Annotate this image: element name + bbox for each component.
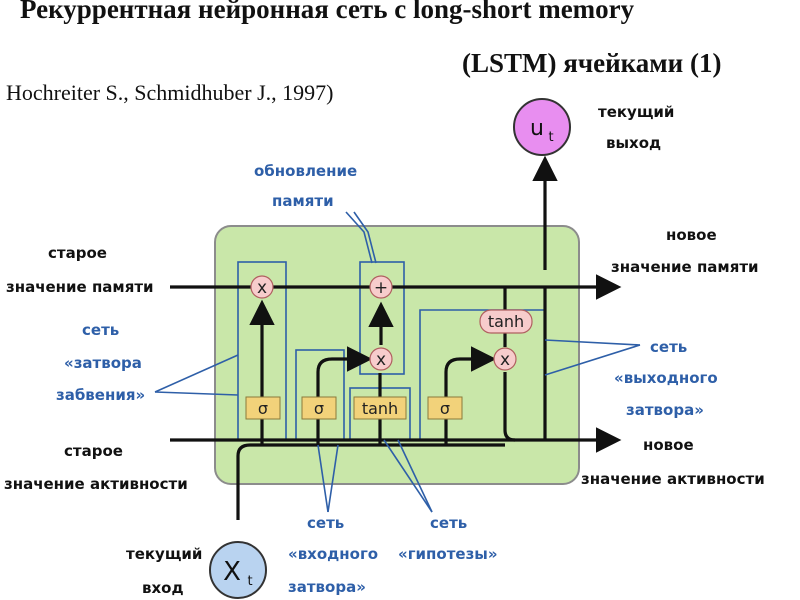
hypothesis-line1: сеть	[430, 514, 467, 532]
activity-in-line2: значение активности	[4, 475, 188, 493]
forget-gate-line1: сеть	[82, 321, 119, 339]
title-line-2: (LSTM) ячейками (1)	[462, 48, 722, 78]
memory-out-line1: новое	[666, 226, 717, 244]
memory-in-line1: старое	[48, 244, 107, 262]
tanh-output-node: tanh	[479, 309, 533, 334]
memory-in-line2: значение памяти	[6, 278, 154, 296]
annotation-pointers	[154, 211, 641, 513]
memory-update-box	[359, 261, 405, 375]
multiply-forget-node: x	[250, 275, 274, 299]
multiply-symbol: x	[500, 350, 510, 370]
hypothesis-line2: «гипотезы»	[398, 545, 498, 563]
memory-out-line2: значение памяти	[611, 258, 759, 276]
activity-out-line2: значение активности	[581, 470, 765, 488]
title-line-1: Рекуррентная нейронная сеть с long-short…	[20, 0, 635, 24]
activity-in-line1: старое	[64, 442, 123, 460]
output-gate-line1: сеть	[650, 338, 687, 356]
output-symbol: u	[530, 116, 544, 141]
sigma-gate-input: σ	[301, 396, 337, 420]
memory-update-line1: обновление	[254, 162, 357, 180]
sigma-label: σ	[314, 399, 324, 418]
sigma-label: σ	[258, 399, 268, 418]
input-label-line1: текущий	[126, 545, 202, 563]
input-label-line2: вход	[142, 579, 184, 597]
output-gate-line2: «выходного	[614, 369, 718, 387]
input-gate-line2: «входного	[288, 545, 378, 563]
output-label-line2: выход	[606, 134, 661, 152]
sigma-gate-output: σ	[427, 396, 463, 420]
input-subscript: t	[247, 574, 252, 589]
authors-citation: Hochreiter S., Schmidhuber J., 1997)	[6, 80, 334, 105]
memory-update-line2: памяти	[272, 192, 334, 210]
multiply-input-node: x	[369, 347, 393, 371]
input-symbol: X	[223, 557, 241, 587]
tanh-gate-hypothesis: tanh	[353, 396, 407, 420]
tanh-label: tanh	[362, 399, 398, 418]
input-node: X t	[209, 541, 267, 599]
multiply-symbol: x	[257, 278, 267, 298]
input-gate-line3: затвора»	[288, 578, 366, 596]
sigma-gate-forget: σ	[245, 396, 281, 420]
tanh-label: tanh	[488, 312, 524, 331]
forget-gate-line3: забвения»	[56, 386, 145, 404]
add-symbol: +	[374, 278, 388, 298]
output-subscript: t	[548, 130, 553, 145]
multiply-output-node: x	[493, 347, 517, 371]
multiply-symbol: x	[376, 350, 386, 370]
activity-out-line1: новое	[643, 436, 694, 454]
add-memory-node: +	[369, 275, 393, 299]
input-gate-line1: сеть	[307, 514, 344, 532]
sigma-label: σ	[440, 399, 450, 418]
output-label-line1: текущий	[598, 103, 674, 121]
output-gate-line3: затвора»	[626, 401, 704, 419]
output-node: u t	[513, 98, 571, 156]
forget-gate-line2: «затвора	[64, 354, 142, 372]
input-line	[236, 443, 505, 520]
